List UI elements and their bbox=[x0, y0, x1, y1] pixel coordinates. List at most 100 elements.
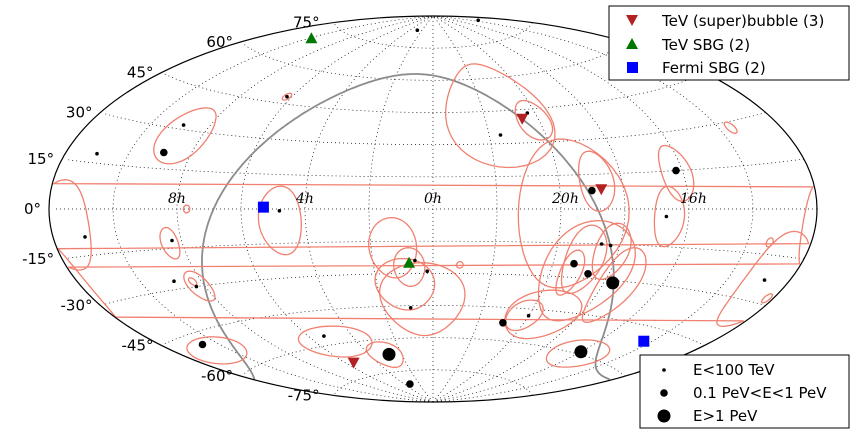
uncertainty-contour bbox=[153, 107, 217, 165]
event-marker-small bbox=[194, 284, 199, 289]
event-marker-small bbox=[526, 313, 531, 318]
event-marker-small bbox=[498, 133, 503, 137]
ra-gridline bbox=[304, 15, 434, 403]
dec-tick-label: 45° bbox=[127, 64, 154, 82]
ra-gridline bbox=[112, 15, 434, 403]
uncertainty-contour bbox=[257, 185, 302, 256]
dec-gridline bbox=[333, 369, 533, 396]
legend-medium-marker bbox=[660, 389, 668, 397]
legend-sbg-fermi-label: Fermi SBG (2) bbox=[662, 59, 766, 77]
galactic-plane-line bbox=[325, 73, 615, 381]
ra-gridline bbox=[432, 15, 562, 403]
dec-tick-labels: 75°60°45°30°15°0°-15°-30°-45°-60°-75° bbox=[22, 14, 320, 405]
dec-tick-label: 15° bbox=[28, 150, 55, 168]
uncertainty-contour bbox=[504, 299, 544, 332]
event-marker-small bbox=[599, 242, 604, 246]
legend-sbg-tev-label: TeV SBG (2) bbox=[661, 36, 750, 54]
event-marker-small bbox=[415, 28, 420, 32]
event-marker-medium bbox=[406, 380, 414, 388]
event-marker-small bbox=[322, 334, 326, 338]
dec-gridline bbox=[67, 158, 804, 178]
event-marker-medium bbox=[570, 259, 578, 268]
legend-small-marker bbox=[662, 368, 666, 372]
uncertainty-contour bbox=[653, 185, 686, 248]
event-marker-medium bbox=[160, 148, 168, 157]
ra-tick-label: 8h bbox=[168, 191, 186, 207]
uncertainty-contour bbox=[51, 179, 814, 271]
uncertainty-contour bbox=[517, 138, 630, 289]
source-sbg-fermi-marker bbox=[638, 335, 650, 347]
event-marker-small bbox=[285, 94, 289, 99]
uncertainty-contour bbox=[183, 270, 216, 302]
uncertainty-contour bbox=[723, 121, 738, 134]
event-marker-small bbox=[181, 123, 186, 127]
galactic-plane-line bbox=[201, 99, 327, 380]
dec-gridline bbox=[67, 240, 804, 260]
event-marker-large bbox=[574, 345, 588, 359]
uncertainty-contour bbox=[186, 336, 248, 365]
uncertainty-contour bbox=[365, 341, 404, 368]
event-marker-medium bbox=[672, 166, 680, 175]
dec-tick-label: -60° bbox=[201, 367, 233, 385]
ra-gridline bbox=[176, 15, 434, 403]
ra-gridline bbox=[432, 15, 498, 403]
dec-gridline bbox=[242, 41, 626, 81]
grid-layer bbox=[55, 15, 817, 403]
dec-tick-label: 0° bbox=[24, 200, 41, 218]
uncertainty-contour bbox=[445, 63, 556, 169]
ra-tick-label: 4h bbox=[295, 191, 314, 207]
source-bubble-marker bbox=[347, 357, 360, 369]
event-marker-small bbox=[413, 258, 417, 263]
source-sbg-tev-marker bbox=[305, 32, 318, 44]
uncertainty-contour bbox=[374, 257, 436, 311]
uncertainty-contour bbox=[455, 261, 464, 269]
event-marker-small bbox=[425, 269, 430, 274]
legend-large-marker bbox=[657, 409, 671, 423]
uncertainty-contour bbox=[187, 277, 198, 287]
ra-tick-label: 0h bbox=[424, 191, 442, 207]
uncertainty-contour bbox=[56, 230, 810, 328]
uncertainty-contour bbox=[577, 150, 616, 212]
event-marker-large bbox=[606, 276, 620, 290]
dec-tick-label: -45° bbox=[122, 337, 154, 355]
event-marker-large bbox=[382, 347, 396, 361]
source-layer bbox=[257, 32, 650, 369]
uncertainty-contour bbox=[555, 249, 586, 296]
legend-medium-label: 0.1 PeV<E<1 PeV bbox=[693, 384, 827, 402]
dec-gridline bbox=[105, 272, 766, 306]
dec-tick-label: 75° bbox=[293, 14, 320, 32]
ra-tick-label: 20h bbox=[551, 191, 579, 207]
uncertainty-contour bbox=[657, 144, 695, 202]
legend-large-label: E>1 PeV bbox=[693, 407, 758, 425]
event-marker-small bbox=[408, 306, 413, 310]
source-sbg-fermi-marker bbox=[257, 201, 269, 213]
uncertainty-contour bbox=[379, 262, 466, 337]
legend-sources-box bbox=[608, 5, 850, 81]
event-marker-small bbox=[95, 151, 99, 156]
uncertainty-contour bbox=[545, 339, 611, 368]
source-bubble-marker bbox=[516, 113, 529, 125]
uncertainty-contour bbox=[591, 222, 632, 281]
uncertainty-contour bbox=[281, 92, 293, 101]
dec-tick-label: -15° bbox=[22, 250, 54, 268]
event-marker-small bbox=[476, 18, 481, 23]
dec-tick-label: -75° bbox=[288, 386, 320, 404]
legend-sources: TeV (super)bubble (3) TeV SBG (2) Fermi … bbox=[608, 5, 850, 81]
contour-layer bbox=[51, 63, 814, 368]
legend-small-label: E<100 TeV bbox=[693, 361, 775, 379]
event-marker-medium bbox=[499, 319, 507, 327]
event-layer bbox=[83, 18, 767, 388]
uncertainty-contour bbox=[297, 325, 373, 358]
event-marker-small bbox=[83, 235, 87, 239]
uncertainty-contour bbox=[560, 224, 608, 295]
uncertainty-contour bbox=[159, 226, 181, 260]
dec-tick-label: 60° bbox=[206, 33, 233, 51]
legend-energy: E<100 TeV 0.1 PeV<E<1 PeV E>1 PeV bbox=[639, 354, 850, 429]
event-marker-small bbox=[172, 279, 176, 284]
uncertainty-contour bbox=[581, 247, 647, 324]
uncertainty-contour bbox=[760, 293, 774, 304]
event-marker-medium bbox=[198, 340, 207, 349]
sky-boundary bbox=[48, 15, 818, 403]
